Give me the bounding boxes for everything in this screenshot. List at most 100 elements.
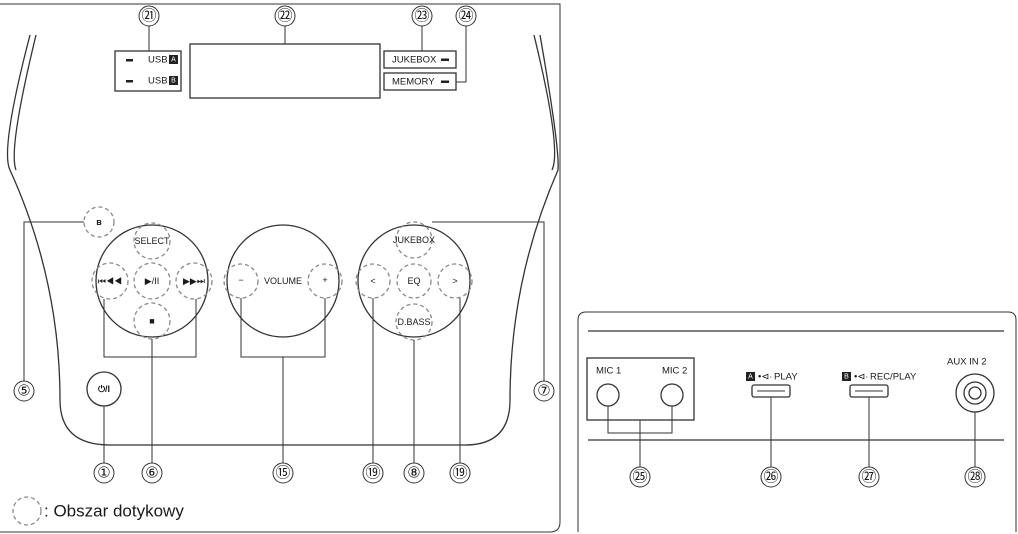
legend-touch-area-icon <box>12 496 42 526</box>
usb-b-badge <box>169 76 178 85</box>
rewind-icon: ⏮◀◀ <box>98 276 122 286</box>
usb-b-rear-badge-text: B <box>844 374 849 381</box>
bluetooth-icon: ʙ <box>96 217 102 227</box>
transport-ring <box>95 224 209 338</box>
device-body-outline <box>6 34 559 446</box>
usb-b-symbol: •⊲· <box>854 372 868 383</box>
bracket-6 <box>103 299 197 358</box>
callout-5: ⑤ <box>17 383 30 400</box>
usb-indicator-box <box>114 50 182 92</box>
volume-ring <box>226 224 340 338</box>
left-arrow-icon: < <box>370 276 375 286</box>
power-icon: ⏻/I <box>98 384 110 394</box>
memory-led <box>441 80 449 83</box>
callout-8-ring <box>403 462 425 484</box>
callout-21: ㉑ <box>141 8 156 25</box>
callout-27-ring <box>858 466 880 488</box>
aux-jack-middle <box>963 381 987 405</box>
usb-a-rear-badge <box>746 372 755 381</box>
jukebox-indicator-label: JUKEBOX <box>392 55 437 66</box>
mic2-jack[interactable] <box>660 383 684 407</box>
memory-indicator-label: MEMORY <box>392 77 435 88</box>
volume-plus-touch-area[interactable] <box>307 263 343 299</box>
leader-24 <box>456 26 467 83</box>
jukebox-indicator-box <box>383 50 457 69</box>
mic1-jack[interactable] <box>596 383 620 407</box>
play-pause-icon: ▶/II <box>145 276 159 286</box>
callout-6-ring <box>141 462 163 484</box>
left-frame <box>0 3 561 533</box>
callout-1-ring <box>93 462 115 484</box>
mic1-label: MIC 1 <box>596 366 621 377</box>
left-touch-area[interactable] <box>355 263 391 299</box>
callout-19a: ⑲ <box>365 465 380 482</box>
volume-plus-icon: + <box>322 275 327 285</box>
callout-15-ring <box>272 462 294 484</box>
top-panel: USB A USB B JUKEBOX MEMORY ㉑ ㉒ ㉓ ㉔ ʙ SEL… <box>0 3 561 533</box>
callout-19b: ⑲ <box>452 465 467 482</box>
right-frame <box>577 311 1017 532</box>
dbass-label: D.BASS <box>397 317 430 327</box>
aux-label: AUX IN 2 <box>947 357 987 368</box>
callout-8: ⑧ <box>407 465 420 482</box>
usb-a-led <box>126 59 133 62</box>
usb-b-rear-badge <box>842 372 851 381</box>
usb-a-rear-badge-text: A <box>748 374 753 381</box>
select-touch-area[interactable] <box>133 222 171 260</box>
eq-touch-area[interactable] <box>396 263 432 299</box>
callout-15: ⑮ <box>275 465 290 482</box>
callout-7: ⑦ <box>537 383 550 400</box>
jukebox-led <box>441 58 449 61</box>
volume-minus-touch-area[interactable] <box>223 263 259 299</box>
callout-27: ㉗ <box>861 469 876 486</box>
leader-5 <box>23 221 84 381</box>
usb-a-badge-text: A <box>171 57 176 64</box>
volume-minus-icon: − <box>238 275 243 285</box>
jukebox-button-label: JUKEBOX <box>393 235 435 245</box>
volume-label: VOLUME <box>264 276 302 286</box>
usb-b-label: USB <box>148 76 168 87</box>
callout-26: ㉖ <box>763 469 778 486</box>
callout-22: ㉒ <box>277 8 292 25</box>
play-pause-touch-area[interactable] <box>133 262 171 300</box>
jukebox-touch-area[interactable] <box>395 221 433 259</box>
callout-28: ㉘ <box>967 469 982 486</box>
usb-b-led <box>126 80 133 83</box>
callout-19b-ring <box>449 462 471 484</box>
stop-icon: ■ <box>149 316 154 326</box>
rear-panel: MIC 1 MIC 2 A •⊲· PLAY B •⊲· REC/PLAY AU… <box>577 311 1017 532</box>
usb-a-label: USB <box>148 55 168 66</box>
usb-b-badge-text: B <box>171 78 176 85</box>
device-edge-right <box>533 34 556 171</box>
callout-24: ㉔ <box>458 8 473 25</box>
eq-label: EQ <box>407 276 420 286</box>
display-window <box>189 43 381 99</box>
usb-a-badge <box>169 55 178 64</box>
callout-26-ring <box>760 466 782 488</box>
right-arrow-icon: > <box>452 276 457 286</box>
usb-rec-play-label: REC/PLAY <box>870 372 917 383</box>
forward-touch-area[interactable] <box>175 262 213 300</box>
leader-7 <box>432 221 545 381</box>
aux-jack-inner <box>968 386 982 400</box>
device-edge-left <box>13 34 37 171</box>
aux-jack-outer[interactable] <box>955 373 995 413</box>
bluetooth-touch-area[interactable] <box>83 206 115 238</box>
sound-ring <box>357 224 471 338</box>
callout-19a-ring <box>362 462 384 484</box>
select-label: SELECT <box>134 236 170 246</box>
callout-25-ring <box>629 466 651 488</box>
legend-text: : Obszar dotykowy <box>44 502 184 521</box>
callout-28-ring <box>964 466 986 488</box>
bracket-15 <box>240 298 326 358</box>
callout-23: ㉓ <box>414 8 429 25</box>
usb-a-symbol: •⊲· <box>758 372 772 383</box>
right-touch-area[interactable] <box>437 263 473 299</box>
callout-1: ① <box>97 465 110 482</box>
callout-6: ⑥ <box>145 465 158 482</box>
rewind-touch-area[interactable] <box>91 262 129 300</box>
callout-25: ㉕ <box>632 469 647 486</box>
mic2-label: MIC 2 <box>662 366 687 377</box>
forward-icon: ▶▶⏭ <box>183 276 205 286</box>
